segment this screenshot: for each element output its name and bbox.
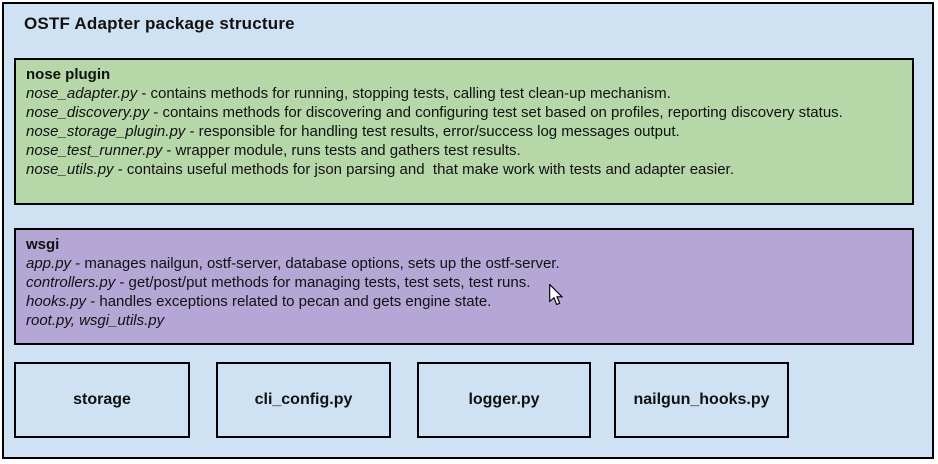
- wsgi-entry: hooks.py - handles exceptions related to…: [26, 292, 902, 311]
- module-description: - contains methods for discovering and c…: [149, 104, 843, 121]
- module-box-label: nailgun_hooks.py: [633, 391, 770, 408]
- module-box-label: storage: [73, 391, 131, 408]
- page-title: OSTF Adapter package structure: [24, 14, 295, 33]
- nose-plugin-header: nose plugin: [26, 66, 111, 83]
- module-box-label: logger.py: [468, 391, 540, 408]
- module-filename: hooks.py: [26, 293, 87, 310]
- module-description: - contains useful methods for json parsi…: [113, 161, 734, 178]
- wsgi-panel: wsgi app.py - manages nailgun, ostf-serv…: [14, 228, 914, 345]
- module-filename: nose_adapter.py: [26, 85, 138, 102]
- module-box-logger: logger.py: [417, 362, 591, 438]
- wsgi-entry: root.py, wsgi_utils.py: [26, 311, 902, 330]
- module-description: - wrapper module, runs tests and gathers…: [162, 142, 521, 159]
- module-description: - manages nailgun, ostf-server, database…: [71, 255, 560, 272]
- wsgi-entry: controllers.py - get/post/put methods fo…: [26, 273, 902, 292]
- module-box-storage: storage: [14, 362, 190, 438]
- nose-plugin-entry: nose_storage_plugin.py - responsible for…: [26, 122, 902, 141]
- module-filename: nose_test_runner.py: [26, 142, 163, 159]
- module-filename: app.py: [26, 255, 72, 272]
- module-box-nailgun-hooks: nailgun_hooks.py: [614, 362, 789, 438]
- nose-plugin-entry: nose_utils.py - contains useful methods …: [26, 160, 902, 179]
- nose-plugin-panel: nose plugin nose_adapter.py - contains m…: [14, 58, 914, 205]
- diagram-canvas: OSTF Adapter package structure nose plug…: [2, 2, 934, 459]
- wsgi-entry: app.py - manages nailgun, ostf-server, d…: [26, 254, 902, 273]
- nose-plugin-entry: nose_discovery.py - contains methods for…: [26, 103, 902, 122]
- module-filename: nose_utils.py: [26, 161, 114, 178]
- module-description: - handles exceptions related to pecan an…: [86, 293, 492, 310]
- nose-plugin-entry: nose_test_runner.py - wrapper module, ru…: [26, 141, 902, 160]
- module-description: - contains methods for running, stopping…: [137, 85, 671, 102]
- module-filename: root.py, wsgi_utils.py: [26, 312, 165, 329]
- module-box-label: cli_config.py: [254, 391, 353, 408]
- module-filename: controllers.py: [26, 274, 116, 291]
- wsgi-header: wsgi: [26, 236, 60, 253]
- module-description: - get/post/put methods for managing test…: [115, 274, 531, 291]
- module-filename: nose_storage_plugin.py: [26, 123, 186, 140]
- module-filename: nose_discovery.py: [26, 104, 150, 121]
- module-box-cli-config: cli_config.py: [216, 362, 391, 438]
- nose-plugin-entry: nose_adapter.py - contains methods for r…: [26, 84, 902, 103]
- module-description: - responsible for handling test results,…: [185, 123, 680, 140]
